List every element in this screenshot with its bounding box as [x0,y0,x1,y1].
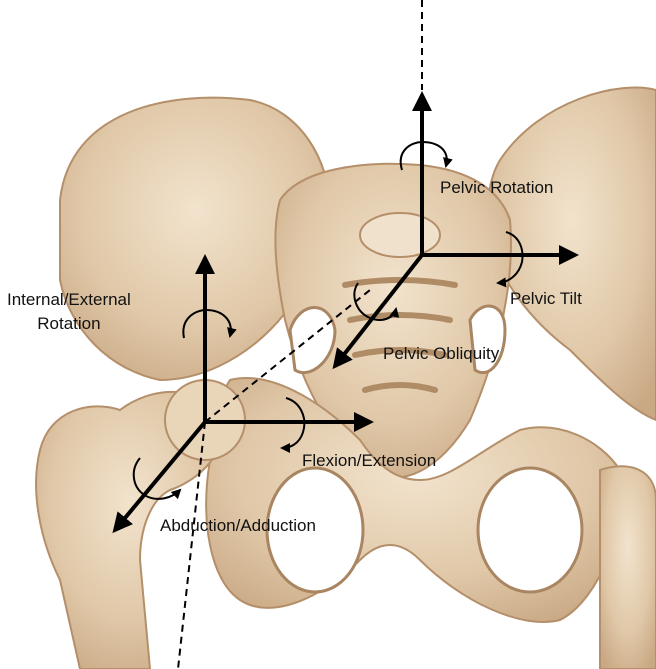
pelvic-tilt-label: Pelvic Tilt [510,287,582,311]
flexion-extension-label: Flexion/Extension [302,449,436,473]
vertebra [360,213,440,257]
internal-external-line1: Internal/External [7,288,131,312]
internal-external-rotation-label: Internal/External Rotation [7,288,131,336]
pelvis-illustration [36,88,656,669]
pelvic-obliquity-label: Pelvic Obliquity [383,342,499,366]
right-obturator-foramen [478,468,582,592]
internal-external-line2: Rotation [7,312,131,336]
abduction-adduction-label: Abduction/Adduction [160,514,316,538]
pelvic-rotation-label: Pelvic Rotation [440,176,553,200]
